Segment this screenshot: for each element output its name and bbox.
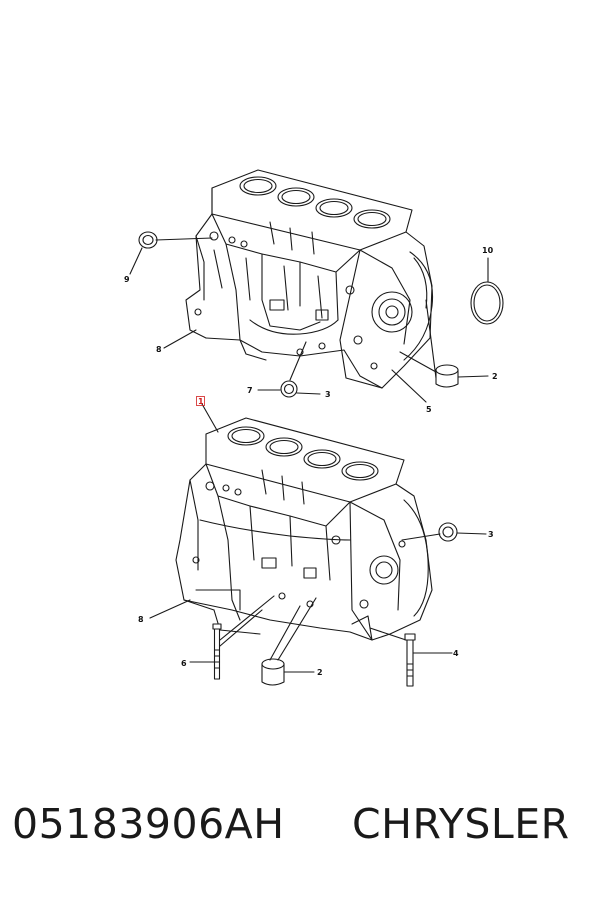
callout-10: 10 xyxy=(482,246,494,255)
bolt-6 xyxy=(189,595,275,680)
dowel-plug-9 xyxy=(129,231,213,275)
callout-9: 9 xyxy=(124,275,130,284)
plug-2-bottom xyxy=(261,597,317,686)
callout-3-bottom: 3 xyxy=(488,530,494,539)
part-footer: 05183906AH CHRYSLER xyxy=(0,792,600,872)
engine-block-exploded-diagram: 9 10 8 2 7 3 5 1 3 8 4 6 2 xyxy=(124,169,504,687)
callout-3-top: 3 xyxy=(325,390,331,399)
engine-block-top xyxy=(185,169,434,389)
callout-2-bottom: 2 xyxy=(317,668,323,677)
callout-4: 4 xyxy=(453,649,459,658)
callout-2-top: 2 xyxy=(492,372,498,381)
bolt-4 xyxy=(369,627,453,687)
callout-8-bottom: 8 xyxy=(138,615,144,624)
brand-name: CHRYSLER xyxy=(352,800,570,848)
engine-block-bottom xyxy=(175,417,433,641)
callout-6: 6 xyxy=(181,659,187,668)
plug-2-top xyxy=(399,299,489,388)
plug-3-bottom xyxy=(401,522,487,542)
part-number: 05183906AH xyxy=(12,800,285,848)
callout-7: 7 xyxy=(247,386,253,395)
callout-1: 1 xyxy=(198,397,204,406)
callout-5: 5 xyxy=(426,405,432,414)
callout-8-top: 8 xyxy=(156,345,162,354)
rear-seal-ring-10 xyxy=(470,257,504,325)
plug-7-3 xyxy=(257,341,321,398)
